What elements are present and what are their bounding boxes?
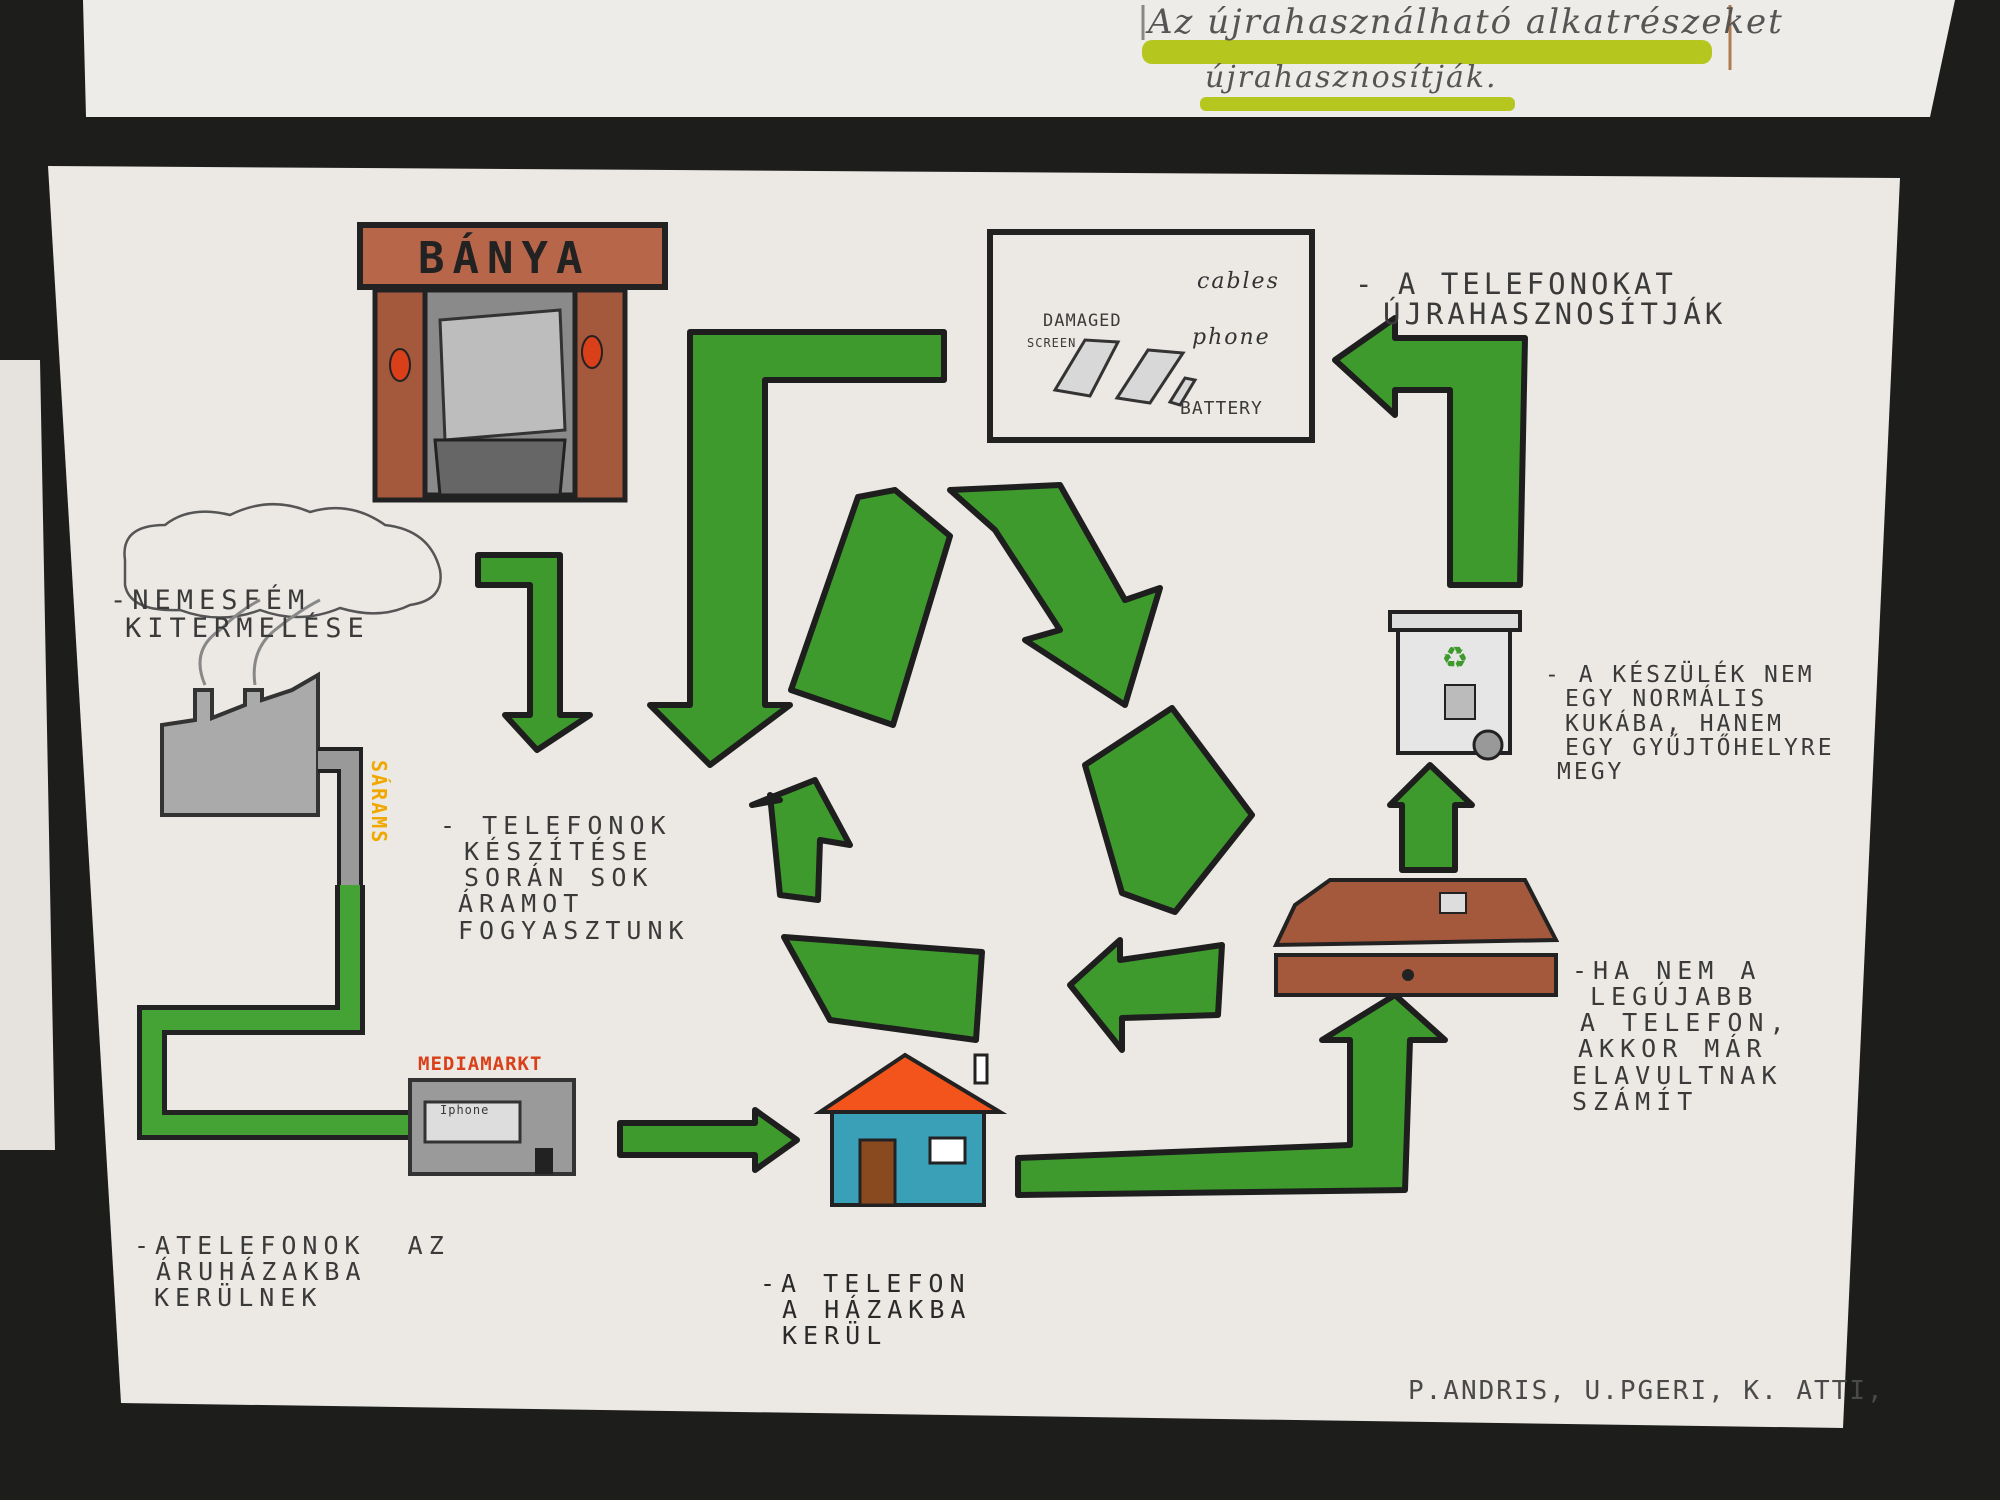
smoke-cloud: [123, 503, 442, 619]
recycling-symbol: [749, 482, 1255, 1053]
label-screen: SCREEN: [1027, 336, 1077, 350]
arrow-home-to-drawer: [1015, 992, 1448, 1198]
highlight-2: [1200, 97, 1515, 111]
label-phone: phone: [1192, 325, 1271, 350]
factory-illustration: [160, 598, 321, 817]
label-battery: BATTERY: [1180, 398, 1263, 419]
top-poster-paper: [83, 0, 1955, 117]
top-poster-line1: Az újrahasználható alkatrészeket: [1148, 2, 1784, 42]
label-cables: cables: [1197, 269, 1280, 294]
house-illustration: [813, 1052, 1008, 1207]
store-display-label: Iphone: [440, 1103, 490, 1117]
arrow-store-to-home: [617, 1107, 800, 1173]
left-partial-paper: [0, 360, 55, 1150]
recycling-bin: ♻: [1388, 610, 1522, 761]
arrow-mine-to-factory: [475, 552, 593, 753]
arrow-large-l: [647, 329, 947, 768]
store-sign: MEDIAMARKT: [418, 1053, 543, 1075]
arrow-drawer-to-bin: [1387, 762, 1475, 873]
mediamarkt-store: [408, 1078, 576, 1176]
authors-signature: P.ANDRIS, U.PGERI, K. ATTI,: [1408, 1376, 1885, 1406]
label-damaged: DAMAGED: [1043, 311, 1122, 331]
highlight-1: [1142, 40, 1712, 64]
mine-sign: BÁNYA: [418, 233, 591, 284]
arrow-bin-to-parts: [1332, 315, 1528, 588]
caption-electricity: SÁRAMS: [367, 760, 391, 845]
drawer-illustration: [1272, 878, 1560, 997]
top-poster-line2: újrahasznosítják.: [1205, 60, 1498, 95]
flow-arrows: [475, 315, 1528, 1198]
parts-box: [987, 229, 1315, 443]
mine-illustration: [357, 222, 668, 503]
recycle-icon: ♻: [1442, 641, 1469, 676]
phone-sketches: [1052, 338, 1198, 407]
